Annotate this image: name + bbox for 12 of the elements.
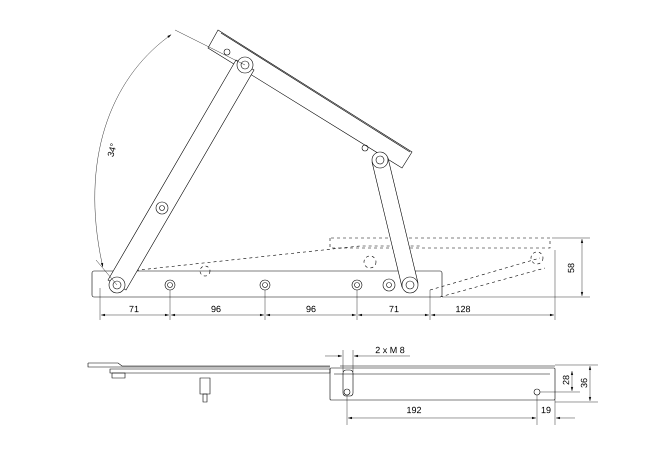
dimension-label: 2 x M 8: [376, 346, 404, 354]
dimension-label: 71: [389, 306, 399, 312]
dimension-label: 96: [211, 306, 221, 312]
dimension-label: 96: [306, 306, 316, 312]
dimension-label: 58: [568, 263, 574, 273]
dimension-label: 71: [129, 306, 139, 312]
dimension-label: 128: [456, 306, 470, 312]
dimension-label: 28: [562, 375, 570, 385]
dimension-label: 34°: [108, 143, 116, 157]
dimension-label: 36: [580, 378, 588, 388]
dimension-label: 192: [407, 406, 422, 414]
dimension-label: 19: [542, 406, 551, 414]
